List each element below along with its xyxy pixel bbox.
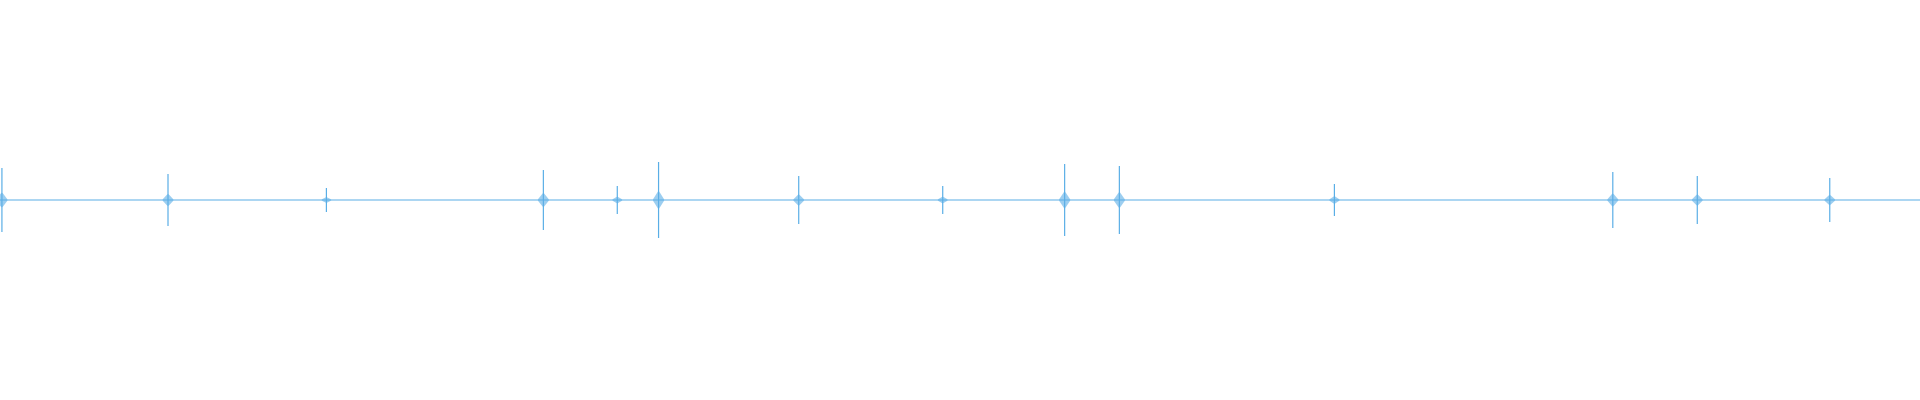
waveform-spike-body (936, 196, 949, 204)
waveform-spike-body (320, 197, 333, 203)
waveform-spike-body (652, 190, 665, 210)
waveform-spikes (0, 162, 1836, 238)
waveform-spike-body (1691, 194, 1704, 206)
waveform-spike-body (1328, 196, 1341, 204)
waveform-spike-body (1113, 191, 1126, 209)
waveform-spike-body (1606, 193, 1619, 207)
waveform-spike-body (162, 193, 174, 207)
waveform-spike-body (0, 192, 8, 208)
waveform-spike-body (611, 196, 624, 204)
waveform-spike-body (1058, 191, 1071, 209)
waveform-spike-body (537, 192, 550, 208)
waveform-spike-body (1823, 194, 1836, 206)
waveform-spike-body (792, 194, 805, 206)
